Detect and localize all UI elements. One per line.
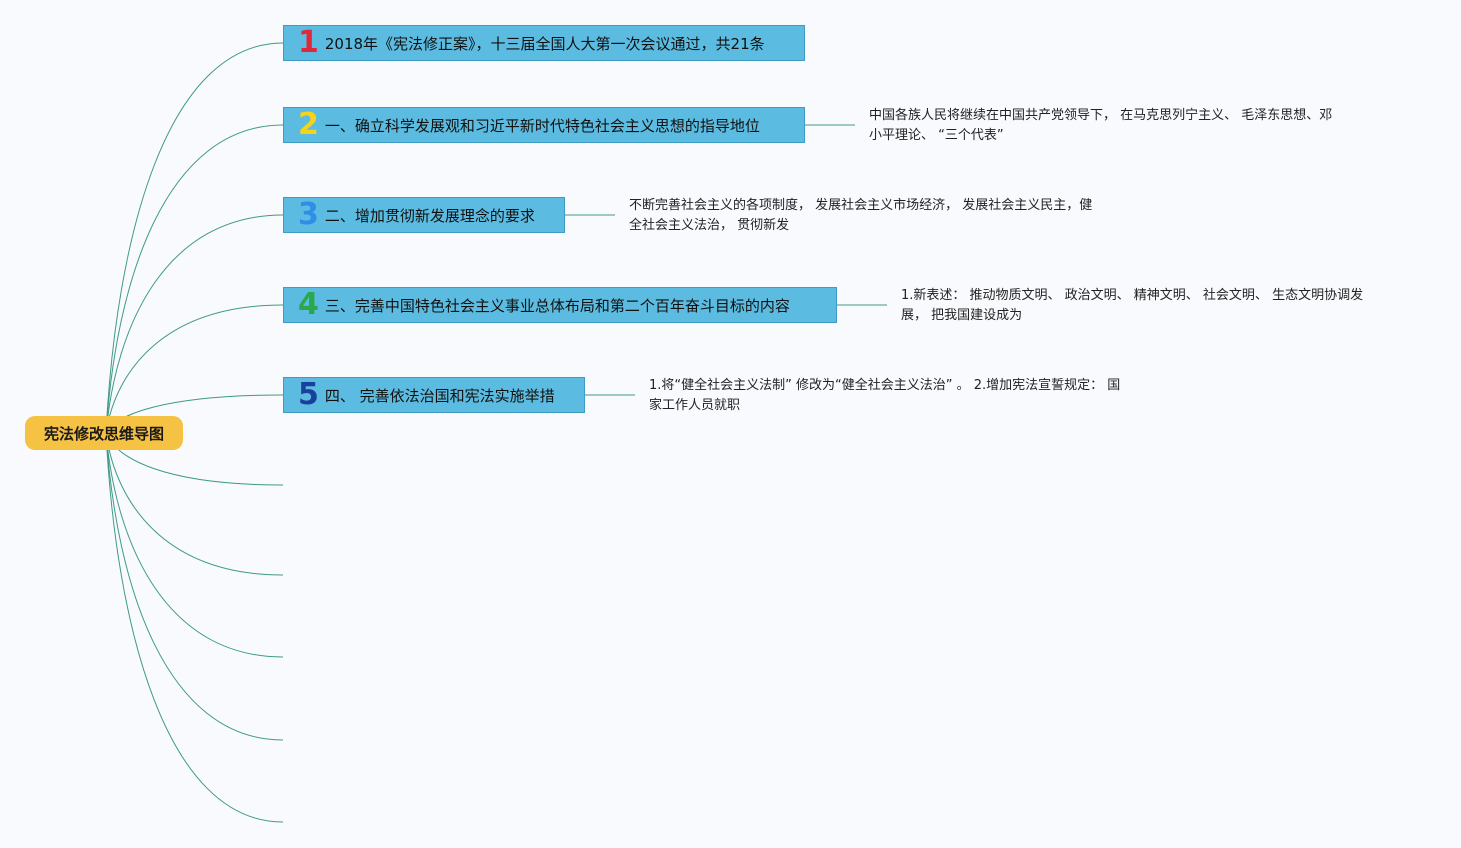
branch-connector <box>105 124 284 434</box>
branch-connector <box>105 432 284 658</box>
note-line: 1.新表述： 推动物质文明、 政治文明、 精神文明、 社会文明、 生态文明协调发 <box>901 288 1364 303</box>
number-3-icon: 3 <box>298 197 319 232</box>
topic-label-1: 2018年《宪法修正案》，十三届全国人大第一次会议通过，共21条 <box>324 34 765 53</box>
note-line: 小平理论、 “三个代表” <box>869 128 1004 143</box>
topic-note-3: 不断完善社会主义的各项制度， 发展社会主义市场经济， 发展社会主义民主，健 全社… <box>629 196 1092 236</box>
number-4-icon: 4 <box>298 287 319 322</box>
note-line: 中国各族人民将继续在中国共产党领导下， 在马克思列宁主义、 毛泽东思想、邓 <box>869 108 1333 123</box>
topic-label-3: 二、增加贯彻新发展理念的要求 <box>324 206 535 225</box>
note-line: 展， 把我国建设成为 <box>901 308 1023 323</box>
branch-connector <box>105 304 284 434</box>
note-line: 家工作人员就职 <box>649 398 741 413</box>
note-line: 全社会主义法治， 贯彻新发 <box>629 218 790 233</box>
number-1-icon: 1 <box>298 25 319 60</box>
topic-node-5[interactable]: 5 四、 完善依法治国和宪法实施举措 <box>283 377 585 413</box>
root-label: 宪法修改思维导图 <box>43 424 164 443</box>
root-node[interactable]: 宪法修改思维导图 <box>25 416 183 450</box>
branch-connector <box>105 42 284 434</box>
topic-label-4: 三、完善中国特色社会主义事业总体布局和第二个百年奋斗目标的内容 <box>324 296 790 315</box>
topic-node-1[interactable]: 1 2018年《宪法修正案》，十三届全国人大第一次会议通过，共21条 <box>283 25 805 61</box>
note-line: 1.将“健全社会主义法制” 修改为“健全社会主义法治” 。 2.增加宪法宣誓规定… <box>649 378 1121 393</box>
topic-note-5: 1.将“健全社会主义法制” 修改为“健全社会主义法治” 。 2.增加宪法宣誓规定… <box>649 376 1120 416</box>
number-5-icon: 5 <box>298 377 319 412</box>
topic-node-3[interactable]: 3 二、增加贯彻新发展理念的要求 <box>283 197 565 233</box>
branch-connector <box>105 214 284 434</box>
branch-connector <box>105 432 284 823</box>
topic-label-5: 四、 完善依法治国和宪法实施举措 <box>324 386 555 405</box>
topic-note-2: 中国各族人民将继续在中国共产党领导下， 在马克思列宁主义、 毛泽东思想、邓 小平… <box>869 106 1332 146</box>
topic-note-4: 1.新表述： 推动物质文明、 政治文明、 精神文明、 社会文明、 生态文明协调发… <box>901 286 1363 326</box>
branch-connector <box>105 432 284 576</box>
number-2-icon: 2 <box>298 107 319 142</box>
topic-label-2: 一、确立科学发展观和习近平新时代特色社会主义思想的指导地位 <box>324 116 760 135</box>
note-line: 不断完善社会主义的各项制度， 发展社会主义市场经济， 发展社会主义民主，健 <box>629 198 1093 213</box>
branch-connector <box>105 432 284 741</box>
topic-node-2[interactable]: 2 一、确立科学发展观和习近平新时代特色社会主义思想的指导地位 <box>283 107 805 143</box>
topic-node-4[interactable]: 4 三、完善中国特色社会主义事业总体布局和第二个百年奋斗目标的内容 <box>283 287 837 323</box>
